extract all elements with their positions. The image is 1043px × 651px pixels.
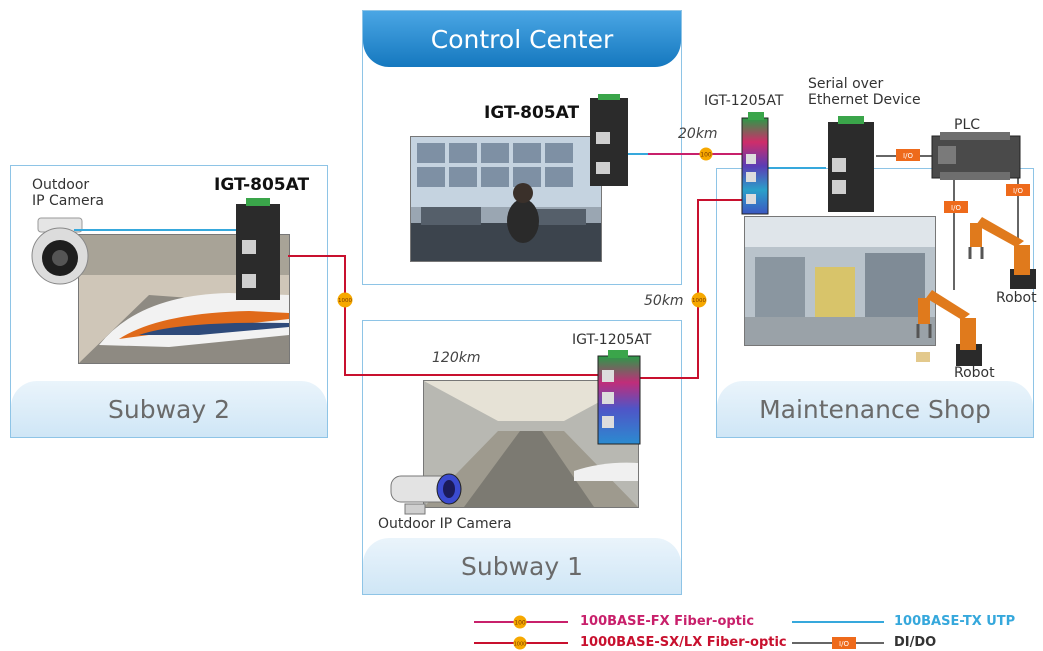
serial-device-label: Serial over Ethernet Device <box>808 76 921 109</box>
maintenance-shop-photo <box>744 216 936 346</box>
svg-text:100: 100 <box>514 620 526 627</box>
maintenance-title: Maintenance Shop <box>717 381 1033 437</box>
robot-arm-icon-bottom <box>916 290 982 366</box>
serial-device-icon <box>828 116 874 212</box>
fiber-sx-link-50km <box>640 199 744 379</box>
bullet-train-photo <box>78 234 290 364</box>
legend-badge-io: I/O <box>839 640 849 648</box>
legend-badge-fx: 100 <box>514 620 526 627</box>
badge-io-top: I/O <box>1006 184 1030 196</box>
badge-io-plc: I/O <box>896 149 920 161</box>
svg-text:1000: 1000 <box>338 298 352 304</box>
legend-tx-label: 100BASE-TX UTP <box>894 614 1016 629</box>
svg-text:I/O: I/O <box>903 152 913 160</box>
badge-io-bottom: I/O <box>944 201 968 213</box>
subway1-converter-label: IGT-1205AT <box>572 332 652 348</box>
robot-top-label: Robot <box>996 290 1037 306</box>
legend-badge-sx: 1000 <box>514 642 527 648</box>
distance-20km: 20km <box>678 126 718 142</box>
distance-120km: 120km <box>432 350 481 366</box>
distance-50km: 50km <box>644 293 684 309</box>
badge-sx-50km: 1000 <box>691 292 707 308</box>
subway2-switch-icon <box>236 198 280 300</box>
cc-switch-icon <box>590 94 628 186</box>
svg-text:1000: 1000 <box>692 298 706 304</box>
svg-text:100: 100 <box>700 152 712 159</box>
legend-fx-label: 100BASE-FX Fiber-optic <box>580 614 755 629</box>
ptz-camera-icon <box>31 217 89 285</box>
svg-text:I/O: I/O <box>951 204 961 212</box>
legend-sx-label: 1000BASE-SX/LX Fiber-optic <box>580 635 787 650</box>
svg-text:I/O: I/O <box>839 640 849 648</box>
bullet-camera-icon <box>390 473 462 515</box>
control-center-title: Control Center <box>363 11 681 67</box>
fiber-sx-link-120km <box>288 255 598 376</box>
badge-fx-20km: 100 <box>699 147 713 161</box>
camera-subway2-label: Outdoor IP Camera <box>32 177 104 210</box>
subway2-title: Subway 2 <box>11 381 327 437</box>
top-converter-label: IGT-1205AT <box>704 93 784 109</box>
camera-subway1-label: Outdoor IP Camera <box>378 516 512 532</box>
legend-dido-label: DI/DO <box>894 635 937 650</box>
cc-switch-label: IGT-805AT <box>484 103 580 123</box>
robot-bottom-label: Robot <box>954 365 995 381</box>
subway1-converter-icon <box>597 350 641 445</box>
control-room-photo <box>410 136 602 262</box>
svg-text:1000: 1000 <box>514 642 527 648</box>
plc-label: PLC <box>954 117 981 133</box>
robot-arm-icon-top <box>968 217 1036 289</box>
top-converter-icon <box>741 112 769 215</box>
badge-sx-subway2: 1000 <box>337 292 353 308</box>
svg-text:I/O: I/O <box>1013 187 1023 195</box>
plc-icon <box>931 132 1021 180</box>
subway2-switch-label: IGT-805AT <box>214 175 310 195</box>
subway1-title: Subway 1 <box>363 538 681 594</box>
